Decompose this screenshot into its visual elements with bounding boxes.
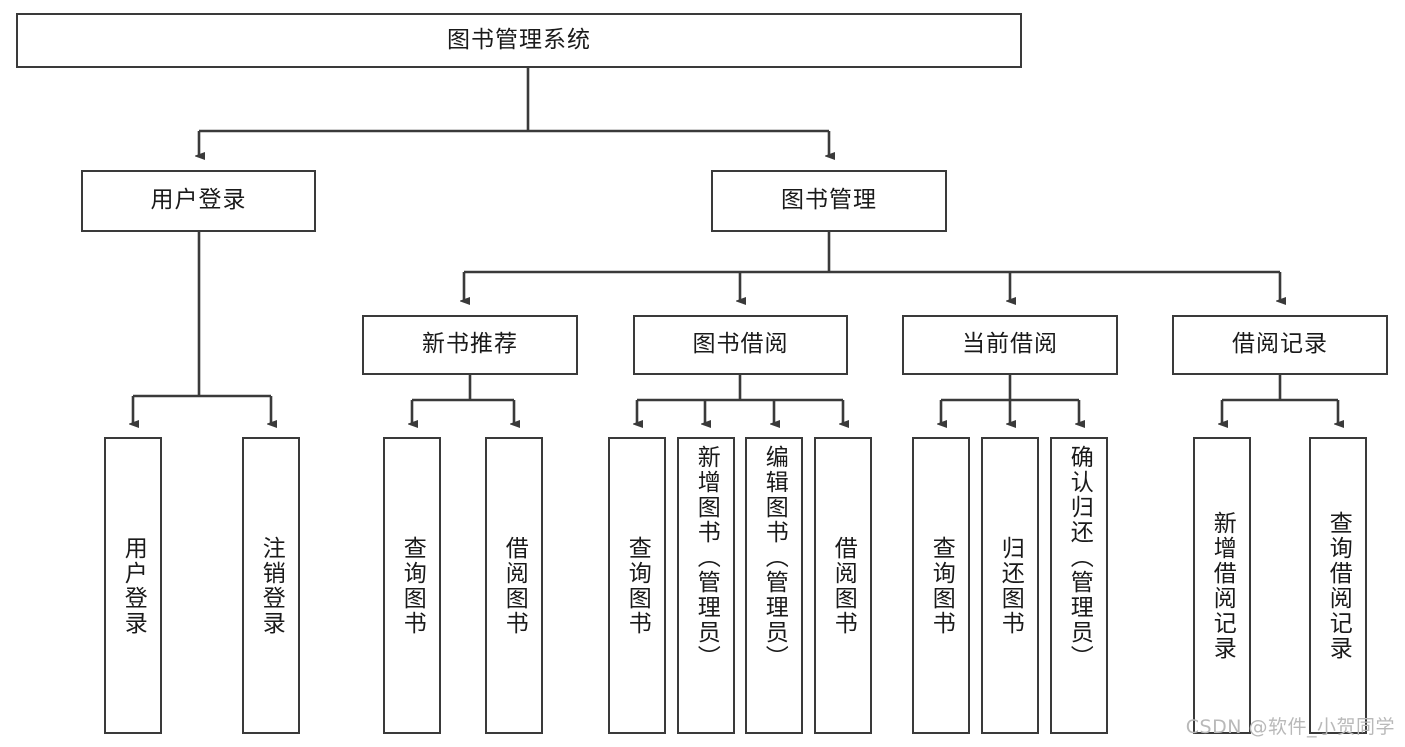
node-book-borrow[interactable]: 图书借阅 — [633, 315, 848, 375]
leaf-current-confirm-return-admin[interactable]: 确认归还（管理员） — [1050, 437, 1108, 734]
leaf-current-query-book[interactable]: 查询图书 — [912, 437, 970, 734]
leaf-logout-login[interactable]: 注销登录 — [242, 437, 300, 734]
leaf-record-add-record[interactable]: 新增借阅记录 — [1193, 437, 1251, 734]
leaf-record-query-record[interactable]: 查询借阅记录 — [1309, 437, 1367, 734]
watermark-text: CSDN @软件_小贺同学 — [1185, 716, 1395, 738]
node-user-login[interactable]: 用户登录 — [81, 170, 316, 232]
leaf-recommend-query-book[interactable]: 查询图书 — [383, 437, 441, 734]
leaf-current-return-book[interactable]: 归还图书 — [981, 437, 1039, 734]
node-borrow-record[interactable]: 借阅记录 — [1172, 315, 1388, 375]
leaf-borrow-add-book-admin[interactable]: 新增图书（管理员） — [677, 437, 735, 734]
leaf-borrow-query-book[interactable]: 查询图书 — [608, 437, 666, 734]
leaf-borrow-edit-book-admin[interactable]: 编辑图书（管理员） — [745, 437, 803, 734]
leaf-borrow-borrow-book[interactable]: 借阅图书 — [814, 437, 872, 734]
node-root-system[interactable]: 图书管理系统 — [16, 13, 1022, 68]
leaf-user-login[interactable]: 用户登录 — [104, 437, 162, 734]
node-new-book-recommend[interactable]: 新书推荐 — [362, 315, 578, 375]
node-book-management[interactable]: 图书管理 — [711, 170, 947, 232]
node-current-borrow[interactable]: 当前借阅 — [902, 315, 1118, 375]
leaf-recommend-borrow-book[interactable]: 借阅图书 — [485, 437, 543, 734]
